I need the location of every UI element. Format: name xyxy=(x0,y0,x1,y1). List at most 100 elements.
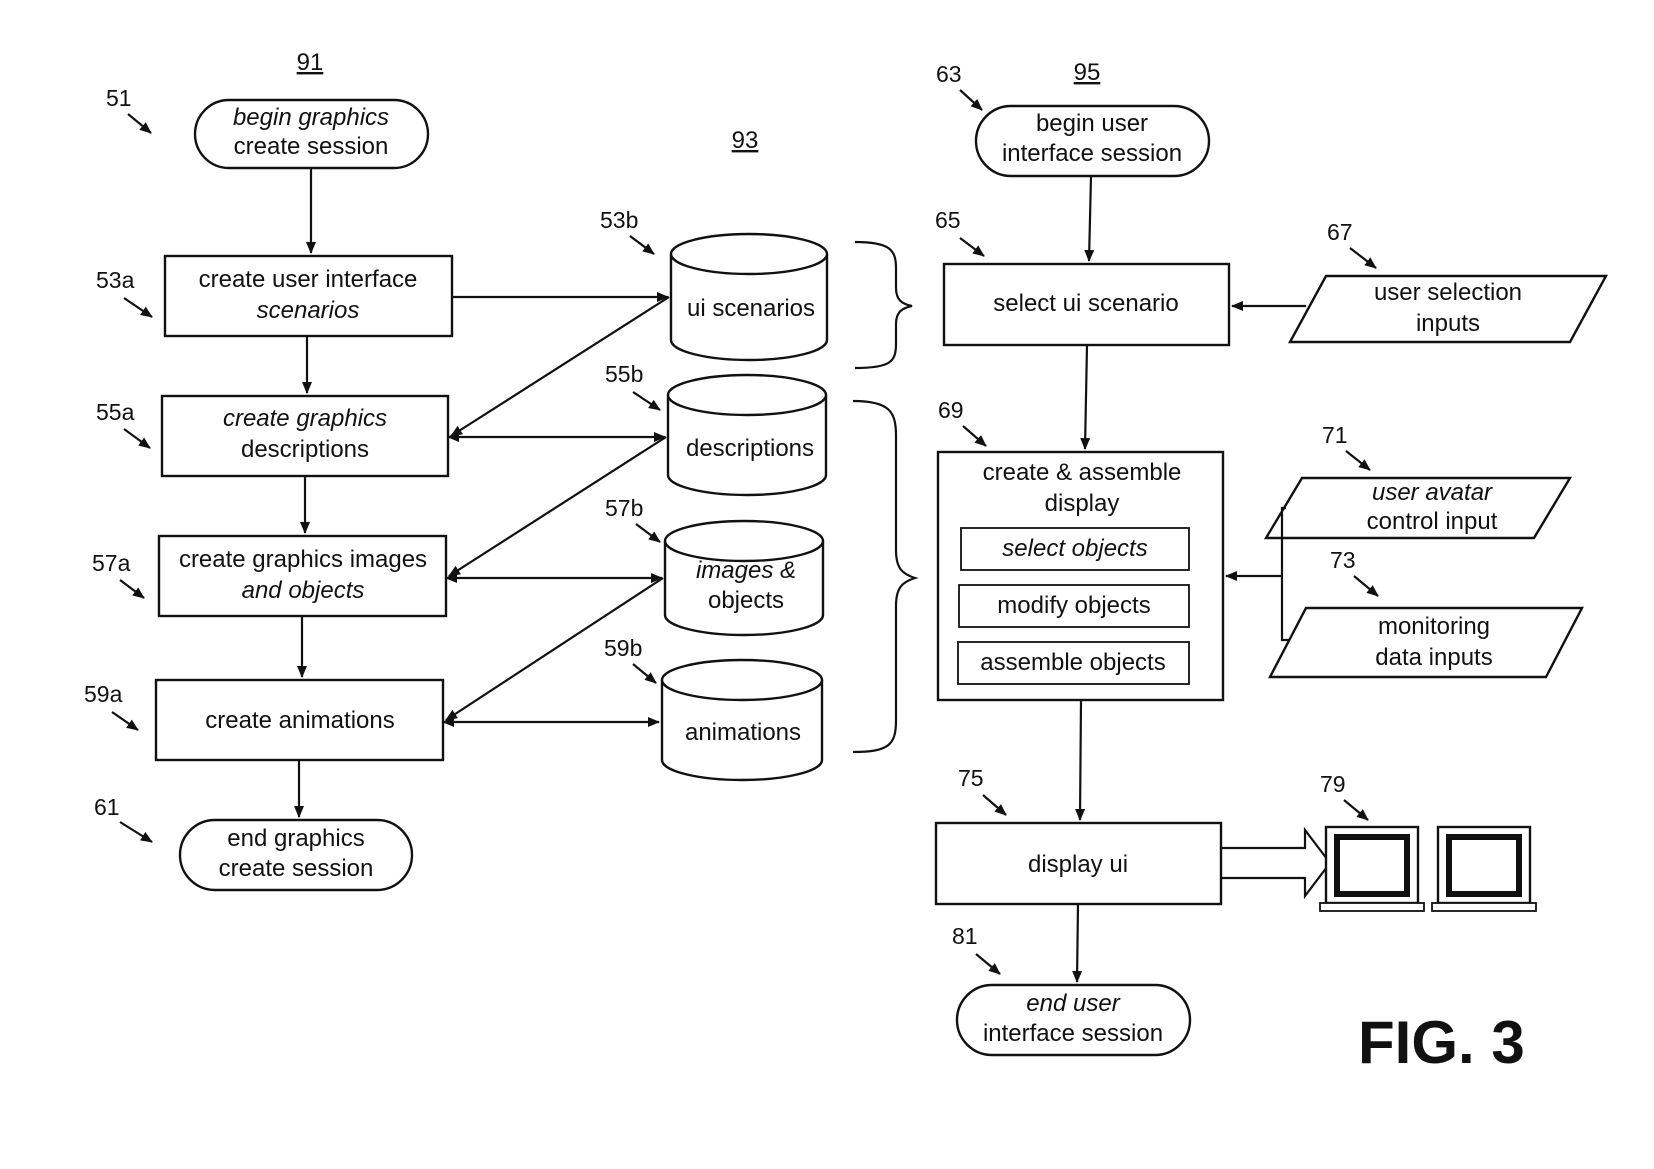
create-images-line2: and objects xyxy=(242,577,365,604)
user-selection-input: user selection inputs xyxy=(1290,276,1606,342)
display-ui-box: display ui xyxy=(936,823,1221,904)
create-ui-scenarios-box: create user interface scenarios xyxy=(165,256,452,336)
end-graphics-line1: end graphics xyxy=(227,825,364,852)
create-anim-label: create animations xyxy=(205,707,394,734)
create-ui-line2: scenarios xyxy=(257,297,360,324)
user-avatar-control-input: user avatar control input xyxy=(1266,478,1570,538)
end-ui-line1: end user xyxy=(1026,990,1120,1017)
create-desc-line1: create graphics xyxy=(223,405,387,432)
ref-93: 93 xyxy=(732,127,759,154)
images-db-line1: images & xyxy=(696,557,796,584)
ref-79-pointer xyxy=(1344,800,1368,820)
display-ui-label: display ui xyxy=(1028,851,1128,878)
animations-db-label: animations xyxy=(685,719,801,746)
ref-55b: 55b xyxy=(605,361,643,387)
begin-ui-line2: interface session xyxy=(1002,140,1182,167)
create-images-line1: create graphics images xyxy=(179,546,427,573)
ref-57a: 57a xyxy=(92,550,131,576)
ref-65: 65 xyxy=(935,207,961,233)
descriptions-database: descriptions xyxy=(668,375,826,495)
ref-69: 69 xyxy=(938,397,964,423)
ref-57a-pointer xyxy=(120,580,144,598)
end-graphics-terminal: end graphics create session xyxy=(180,820,412,890)
arrow-select-to-assemble xyxy=(1085,345,1087,449)
ref-59a: 59a xyxy=(84,681,123,707)
user-selection-line2: inputs xyxy=(1416,310,1480,337)
images-objects-database: images & objects xyxy=(665,521,823,635)
create-assemble-display-box: create & assemble display select objects… xyxy=(938,452,1223,700)
ref-59a-pointer xyxy=(112,712,138,730)
ref-53a-pointer xyxy=(124,298,152,317)
create-images-box: create graphics images and objects xyxy=(159,536,446,616)
ref-95: 95 xyxy=(1074,59,1101,86)
user-selection-line1: user selection xyxy=(1374,279,1522,306)
ref-73: 73 xyxy=(1330,547,1356,573)
arrow-display-to-end xyxy=(1077,904,1078,982)
ref-69-pointer xyxy=(963,426,986,446)
ref-81-pointer xyxy=(976,954,1000,974)
avatar-input-line2: control input xyxy=(1367,508,1498,535)
monitoring-data-input: monitoring data inputs xyxy=(1270,608,1582,677)
ref-91: 91 xyxy=(297,49,324,76)
begin-graphics-line2: create session xyxy=(234,133,389,160)
select-ui-label: select ui scenario xyxy=(993,290,1178,317)
begin-ui-line1: begin user xyxy=(1036,110,1148,137)
ref-63-pointer xyxy=(960,90,982,110)
ref-61-pointer xyxy=(120,822,152,842)
descriptions-db-label: descriptions xyxy=(686,435,814,462)
monitor-icon xyxy=(1432,827,1536,911)
begin-graphics-line1: begin graphics xyxy=(233,104,389,131)
assemble-title-line1: create & assemble xyxy=(983,459,1182,486)
ref-71: 71 xyxy=(1322,422,1348,448)
assemble-title-line2: display xyxy=(1045,490,1120,517)
ref-57b-pointer xyxy=(636,524,660,542)
ui-scenarios-db-label: ui scenarios xyxy=(687,295,815,322)
arrow-begin-ui-to-select xyxy=(1089,176,1091,261)
ui-scenarios-database: ui scenarios xyxy=(671,234,827,360)
ref-73-pointer xyxy=(1354,576,1378,596)
end-ui-line2: interface session xyxy=(983,1020,1163,1047)
create-descriptions-box: create graphics descriptions xyxy=(162,396,448,476)
ref-51: 51 xyxy=(106,85,132,111)
monitor-icon xyxy=(1320,827,1424,911)
ref-53b: 53b xyxy=(600,207,638,233)
ref-67-pointer xyxy=(1350,248,1376,268)
end-ui-session-terminal: end user interface session xyxy=(957,985,1190,1055)
display-output-arrow xyxy=(1221,830,1330,896)
ref-53a: 53a xyxy=(96,267,135,293)
assemble-objects-label: assemble objects xyxy=(980,649,1165,676)
animations-database: animations xyxy=(662,660,822,780)
arrow-assemble-to-display xyxy=(1080,700,1081,820)
figure-label: FIG. 3 xyxy=(1358,1009,1525,1076)
ref-53b-pointer xyxy=(630,236,654,254)
select-objects-label: select objects xyxy=(1002,535,1147,562)
ref-63: 63 xyxy=(936,61,962,87)
modify-objects-label: modify objects xyxy=(997,592,1150,619)
create-ui-line1: create user interface xyxy=(199,266,418,293)
ref-65-pointer xyxy=(960,238,984,256)
monitoring-line1: monitoring xyxy=(1378,613,1490,640)
ref-81: 81 xyxy=(952,923,978,949)
images-db-line2: objects xyxy=(708,587,784,614)
begin-ui-session-terminal: begin user interface session xyxy=(976,106,1209,176)
select-ui-scenario-box: select ui scenario xyxy=(944,264,1229,345)
ref-79: 79 xyxy=(1320,771,1346,797)
begin-graphics-terminal: begin graphics create session xyxy=(195,100,428,168)
ref-55b-pointer xyxy=(633,392,660,410)
create-desc-line2: descriptions xyxy=(241,436,369,463)
ref-57b: 57b xyxy=(605,495,643,521)
ref-67: 67 xyxy=(1327,219,1353,245)
ref-55a: 55a xyxy=(96,399,135,425)
avatar-input-line1: user avatar xyxy=(1372,479,1493,506)
brace-graphics-data xyxy=(853,401,915,752)
brace-ui-scenarios xyxy=(855,242,912,368)
ref-51-pointer xyxy=(128,114,151,133)
monitoring-line2: data inputs xyxy=(1375,644,1492,671)
ref-75: 75 xyxy=(958,765,984,791)
create-animations-box: create animations xyxy=(156,680,443,760)
ref-75-pointer xyxy=(983,795,1006,815)
ref-61: 61 xyxy=(94,794,120,820)
ref-71-pointer xyxy=(1346,451,1370,470)
ref-55a-pointer xyxy=(124,429,150,448)
